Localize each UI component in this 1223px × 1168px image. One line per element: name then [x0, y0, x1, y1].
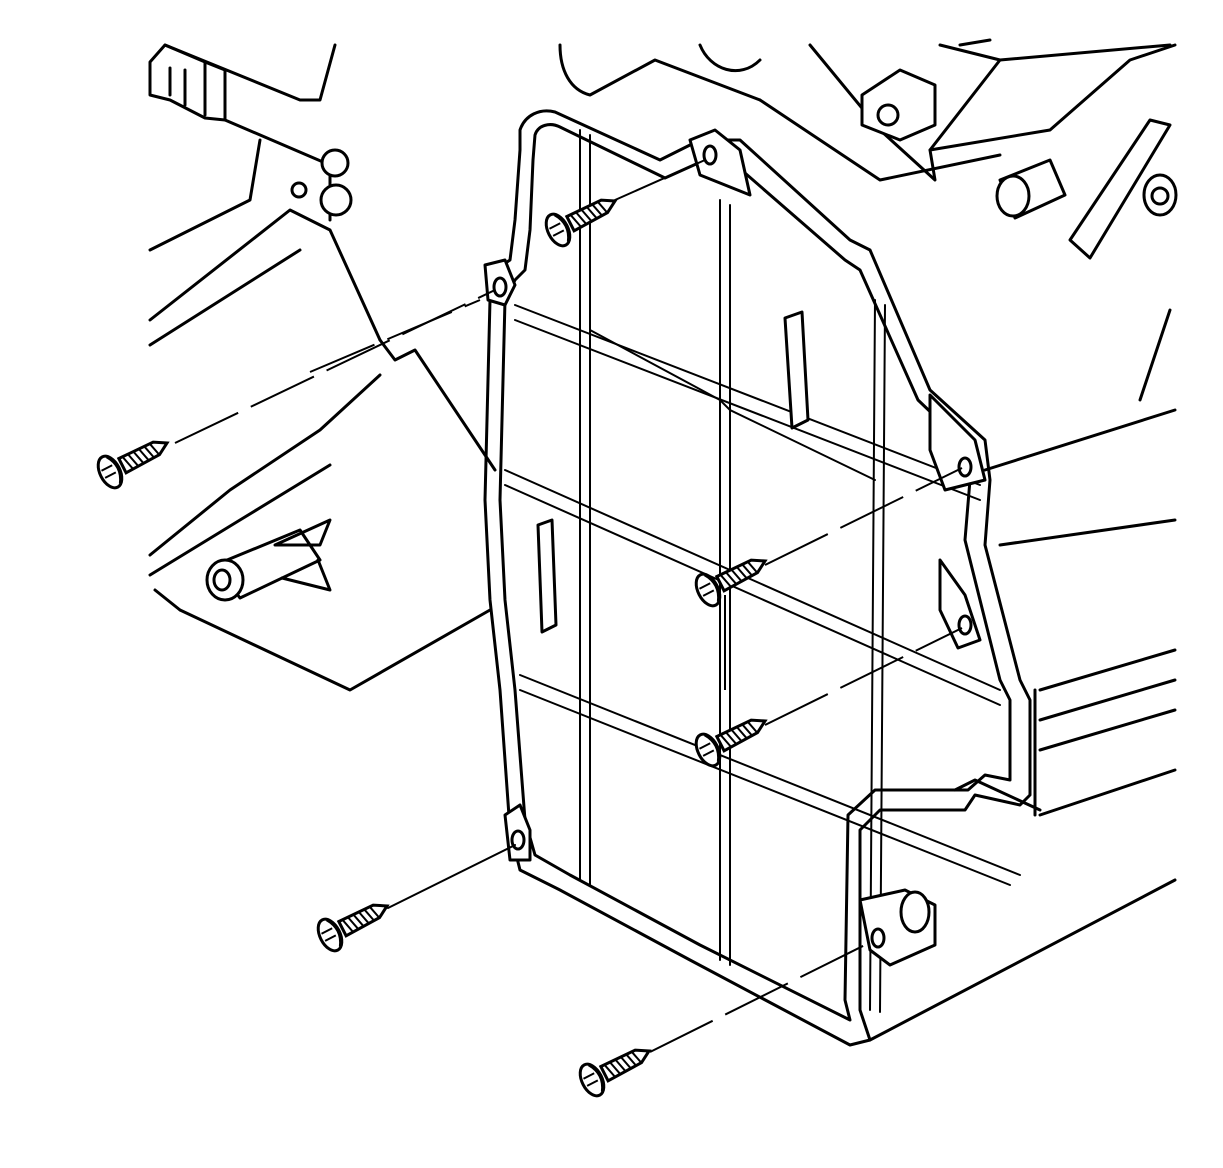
screw-6 [578, 1048, 652, 1098]
screw-2 [96, 440, 170, 490]
duct-outlet-tube [205, 518, 332, 602]
screw-4 [694, 718, 768, 768]
case-cover-plate [483, 109, 1032, 1047]
alignment-lines [174, 159, 963, 1053]
leader-line-upper-left [309, 299, 481, 373]
screw-1 [544, 198, 618, 248]
screw-5 [316, 903, 390, 953]
upper-housing-assembly [558, 38, 1178, 402]
left-bracket-assembly [148, 43, 497, 692]
screw-group [96, 198, 768, 1098]
right-lower-housing [868, 408, 1177, 1042]
screw-3 [694, 558, 768, 608]
